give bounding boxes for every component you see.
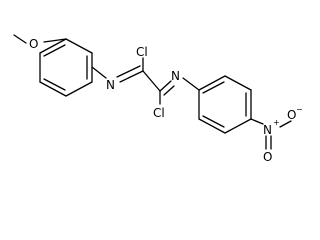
atom-chlorine-bottom: Cl [153, 106, 165, 120]
atom-chlorine-top: Cl [136, 45, 148, 59]
bond-ring2-e-inner [202, 115, 225, 128]
bond-c2-n [159, 80, 172, 92]
bond-ring2-b [224, 75, 252, 91]
bond-n-c1-double [116, 65, 141, 78]
atom-nitro-oxygen-bottom: O [263, 150, 272, 164]
atom-imine-nitrogen-left: N [106, 78, 115, 92]
bond-layer [13, 34, 292, 150]
atom-nitro-nitrogen: N [263, 123, 272, 137]
bond-c2-n-double [163, 85, 175, 96]
atom-label-layer: O N Cl N Cl N + O − O [29, 37, 303, 164]
bond-o-ring1 [43, 38, 67, 43]
structure-diagram: O N Cl N Cl N + O − O [13, 34, 303, 164]
bond-ring1-d [39, 81, 67, 97]
bond-ring2-nitro [250, 118, 264, 125]
bond-nitro-o-right [279, 120, 292, 128]
charge-nitro-oxygen-right: − [296, 105, 303, 114]
atom-nitro-oxygen-right: O [287, 108, 296, 122]
atom-imine-nitrogen-right: N [171, 69, 180, 83]
bond-c1-c2 [142, 70, 161, 92]
bond-ring1-a [65, 38, 93, 54]
bond-ring2-a-inner [202, 81, 225, 94]
atom-methoxy-oxygen: O [29, 37, 38, 51]
bond-n-c1 [119, 70, 144, 83]
bond-ring1-f-inner [43, 44, 66, 57]
charge-nitro-nitrogen: + [273, 118, 280, 127]
bond-n-ring2 [182, 77, 200, 91]
bond-ring1-d-inner [43, 78, 66, 91]
bond-ring1-n [91, 66, 107, 79]
bond-ring2-a [198, 75, 226, 91]
bond-ring1-c [65, 81, 93, 97]
bond-ring1-f [39, 38, 67, 54]
bond-methyl-o [13, 34, 27, 44]
bond-ring2-d [224, 118, 252, 134]
bond-ring2-e [198, 118, 226, 134]
